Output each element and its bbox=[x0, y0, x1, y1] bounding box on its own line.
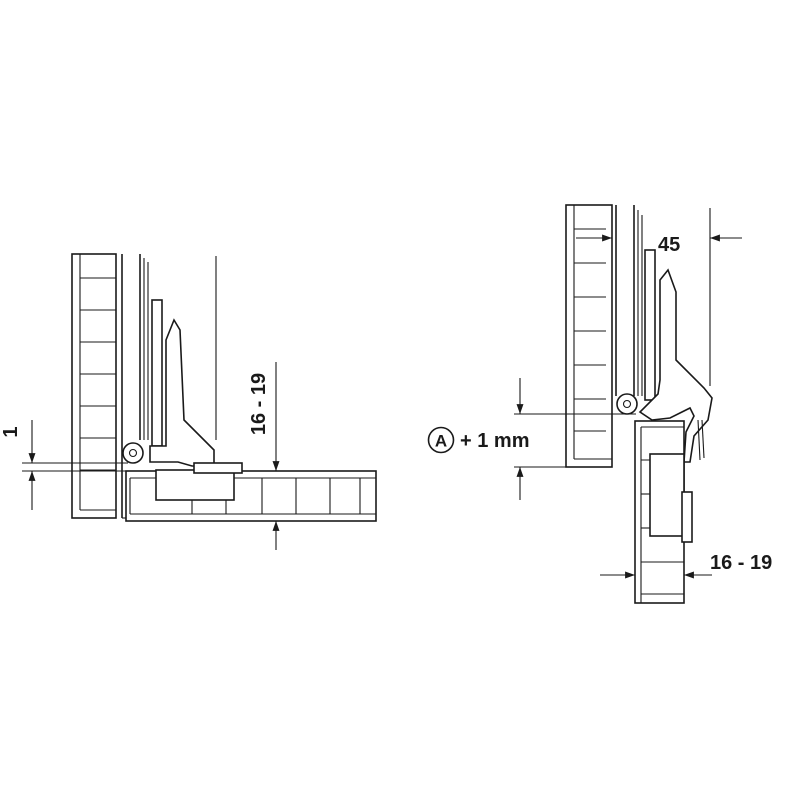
right-door-edge bbox=[615, 205, 643, 396]
left-hinge-pivot bbox=[122, 442, 144, 464]
right-dim-thickness: 16 - 19 bbox=[600, 552, 772, 579]
right-dim-thickness-label: 16 - 19 bbox=[710, 552, 772, 574]
callout-a-letter: A bbox=[435, 432, 447, 451]
left-view: 1 16 - 19 bbox=[0, 253, 377, 550]
left-cabinet-side-panel bbox=[71, 253, 117, 519]
right-dim-offset: A + 1 mm bbox=[427, 378, 636, 500]
right-dim-offset-label: + 1 mm bbox=[460, 430, 529, 452]
left-dim-1: 1 bbox=[0, 420, 128, 510]
left-dim-1-label: 1 bbox=[0, 426, 22, 437]
right-hinge-pivot bbox=[616, 393, 638, 415]
left-dim-thickness-label: 16 - 19 bbox=[248, 373, 270, 435]
left-dim-thickness: 16 - 19 bbox=[248, 362, 280, 550]
left-mounting-plate bbox=[155, 462, 243, 501]
right-mounting-plate bbox=[649, 453, 693, 543]
right-cabinet-side-panel bbox=[565, 204, 613, 468]
right-dim-45-label: 45 bbox=[658, 234, 680, 256]
callout-a-circle bbox=[427, 426, 455, 454]
left-hinge-arm bbox=[122, 299, 215, 467]
right-dim-45: 45 bbox=[576, 234, 742, 256]
right-view: 45 A + 1 mm 16 - 19 bbox=[427, 204, 772, 604]
